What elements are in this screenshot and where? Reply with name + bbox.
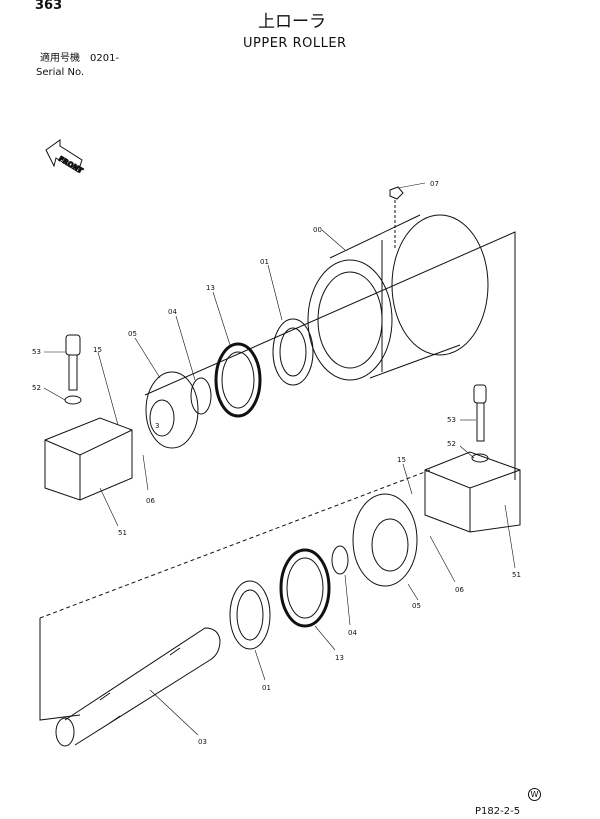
page-title: UPPER ROLLER [243,36,347,51]
w-mark-icon: W [528,788,541,801]
callout-13: 13 [206,284,215,292]
callout-06: 06 [455,586,464,594]
shaft [55,627,221,747]
callout-52: 52 [32,384,41,392]
serial-label-japanese: 適用号機 0201- [40,53,120,64]
bearing-lower [229,580,271,650]
serial-label: Serial No. [36,67,85,78]
o-ring-lower [331,545,349,575]
callout-03: 03 [198,738,207,746]
callout-00: 00 [313,226,322,234]
callout-53: 53 [447,416,456,424]
callout-52: 52 [447,440,456,448]
front-arrow-icon: FRONT [45,139,85,176]
bearing-upper [272,318,314,386]
bracket-left [44,417,133,501]
cover-lower [352,493,418,587]
callout-53: 53 [32,348,41,356]
callout-01: 01 [262,684,271,692]
footer-code: P182-2-5 [475,806,521,817]
callout-15: 15 [93,346,102,354]
callout-51: 51 [118,529,127,537]
seal-upper [214,342,262,418]
page-title-japanese: 上ローラ [258,12,326,32]
assembly-frame-lower [39,618,81,721]
callout-3: 3 [155,422,159,430]
page-number: 363 [35,0,63,13]
bolt-left [64,334,82,405]
roller-body [307,214,489,381]
callout-15: 15 [397,456,406,464]
plug [389,186,404,250]
seal-lower [279,548,331,628]
callout-04: 04 [348,629,357,637]
callout-05: 05 [412,602,421,610]
cover-upper [145,371,199,449]
bracket-right [424,451,521,533]
callout-13: 13 [335,654,344,662]
o-ring-upper [190,377,212,415]
callout-07: 07 [430,180,439,188]
callout-06: 06 [146,497,155,505]
callout-51: 51 [512,571,521,579]
callout-01: 01 [260,258,269,266]
callout-04: 04 [168,308,177,316]
assembly-frame [144,231,516,480]
bolt-right [471,384,489,463]
callout-05: 05 [128,330,137,338]
